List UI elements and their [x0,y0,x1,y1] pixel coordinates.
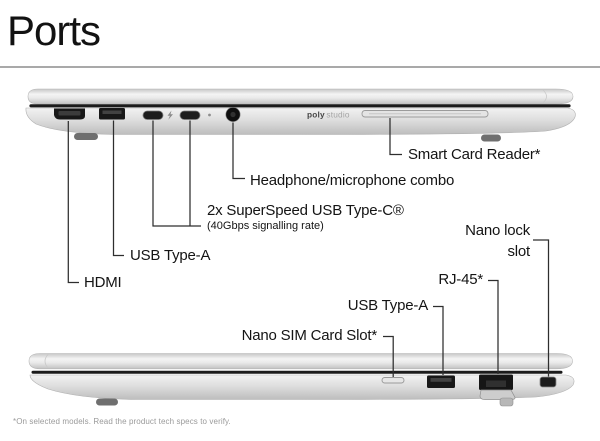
laptop-right-side-view [28,353,575,407]
lightning-icon [167,110,173,120]
leader-line-usb-a [433,305,444,375]
usb-c-port-2 [179,110,201,120]
label-usb-type-a-right: USB Type-A [347,297,428,314]
label-usb-type-c: 2x SuperSpeed USB Type-C® (40Gbps signal… [207,203,404,233]
leader-line-rj45 [488,279,499,374]
leader-line-nano-sim [383,335,394,377]
leader-lines-right-view [383,239,550,377]
led-dot [208,113,211,117]
leader-line-usb-c [152,120,201,227]
rubber-foot [481,134,501,142]
hdmi-port-inner [58,111,81,116]
leader-line-usb-a [112,120,124,257]
usb-a-port-inner [430,378,452,382]
page-title: Ports [7,7,101,54]
leader-line-nano-lock [533,239,550,377]
label-headphone-combo: Headphone/microphone combo [250,172,455,189]
headphone-jack-center [230,111,236,118]
leader-line-headphone [232,122,245,180]
title-divider [0,66,600,68]
label-nano-lock-line1: Nano lock [465,222,530,239]
usb-a-port-inner [102,110,122,114]
label-smart-card-reader: Smart Card Reader* [408,146,541,163]
leader-line-smart-card [389,118,402,156]
label-nano-sim-card-slot: Nano SIM Card Slot* [241,327,378,344]
usb-c-port-1 [142,110,164,120]
nano-lock-slot [539,376,557,388]
label-usb-type-c-sub: (40Gbps signalling rate) [207,220,324,232]
rubber-foot [74,133,98,140]
rj45-jaw-tab [499,397,514,407]
label-usb-type-c-main: 2x SuperSpeed USB Type-C® [207,202,404,219]
rj45-port-inner [486,380,506,387]
laptop-lid [27,88,574,105]
label-rj45: RJ-45* [438,271,483,288]
leader-lines-left-view [67,118,402,284]
lid-hinge-seam [542,89,547,104]
label-hdmi: HDMI [84,274,122,291]
rubber-foot [96,398,118,406]
label-nano-lock-slot: Nano lock slot [465,220,530,262]
laptop-lid [28,353,573,370]
label-nano-lock-line2: slot [507,243,530,260]
lid-hinge-seam [44,354,49,369]
nano-sim-slot [381,377,405,384]
footnote: *On selected models. Read the product te… [13,417,231,426]
label-usb-type-a: USB Type-A [130,247,211,264]
leader-line-hdmi [67,121,79,284]
